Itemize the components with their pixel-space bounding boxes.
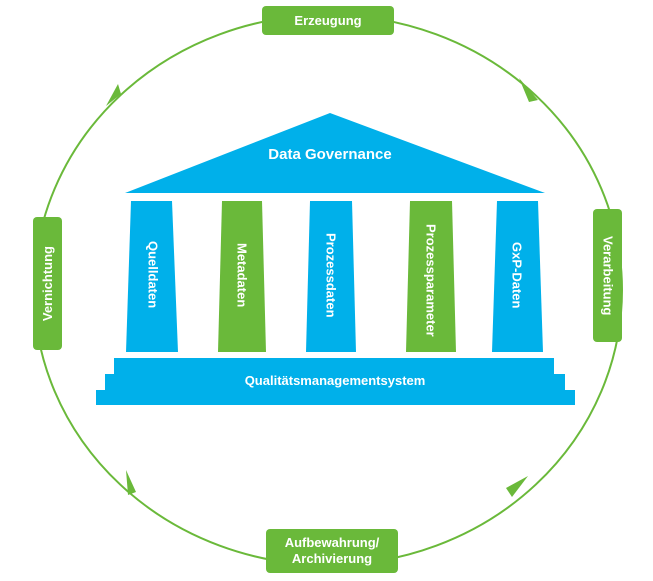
stage-aufbewahrung: Aufbewahrung/ Archivierung xyxy=(266,529,398,573)
pillar-prozessdaten xyxy=(306,201,356,352)
temple-roof xyxy=(125,113,545,193)
arrow-top-left-icon xyxy=(106,84,121,106)
pillar-label-gxp-daten: GxP-Daten xyxy=(509,241,525,309)
arrow-bottom-left-icon xyxy=(126,470,136,495)
base-step-top xyxy=(114,358,554,374)
stage-vernichtung-label: Vernichtung xyxy=(39,245,55,322)
base-step-bottom xyxy=(96,390,575,405)
pillar-metadaten xyxy=(218,201,266,352)
base-step-middle xyxy=(105,374,565,390)
temple-base-title: Qualitätsmanagementsystem xyxy=(244,373,426,388)
pillar-label-prozessdaten: Prozessdaten xyxy=(323,232,339,318)
pillar-gxp-daten xyxy=(492,201,543,352)
temple-roof-title: Data Governance xyxy=(268,146,392,163)
pillar-label-quelldaten: Quelldaten xyxy=(145,241,161,309)
stage-vernichtung: Vernichtung xyxy=(33,217,62,350)
stage-verarbeitung-label: Verarbeitung xyxy=(600,235,616,316)
stage-erzeugung: Erzeugung xyxy=(262,6,394,35)
pillar-label-prozessparameter: Prozessparameter xyxy=(423,223,439,337)
arrow-bottom-right-icon xyxy=(506,476,528,497)
stage-aufbewahrung-label-line1: Aufbewahrung/ xyxy=(284,535,380,550)
pillar-label-metadaten: Metadaten xyxy=(234,242,250,308)
pillar-quelldaten xyxy=(126,201,178,352)
stage-aufbewahrung-label-line2: Archivierung xyxy=(291,551,373,566)
stage-erzeugung-label: Erzeugung xyxy=(294,12,362,28)
pillar-prozessparameter xyxy=(406,201,456,352)
stage-verarbeitung: Verarbeitung xyxy=(593,209,622,342)
arrow-top-right-icon xyxy=(519,78,538,102)
